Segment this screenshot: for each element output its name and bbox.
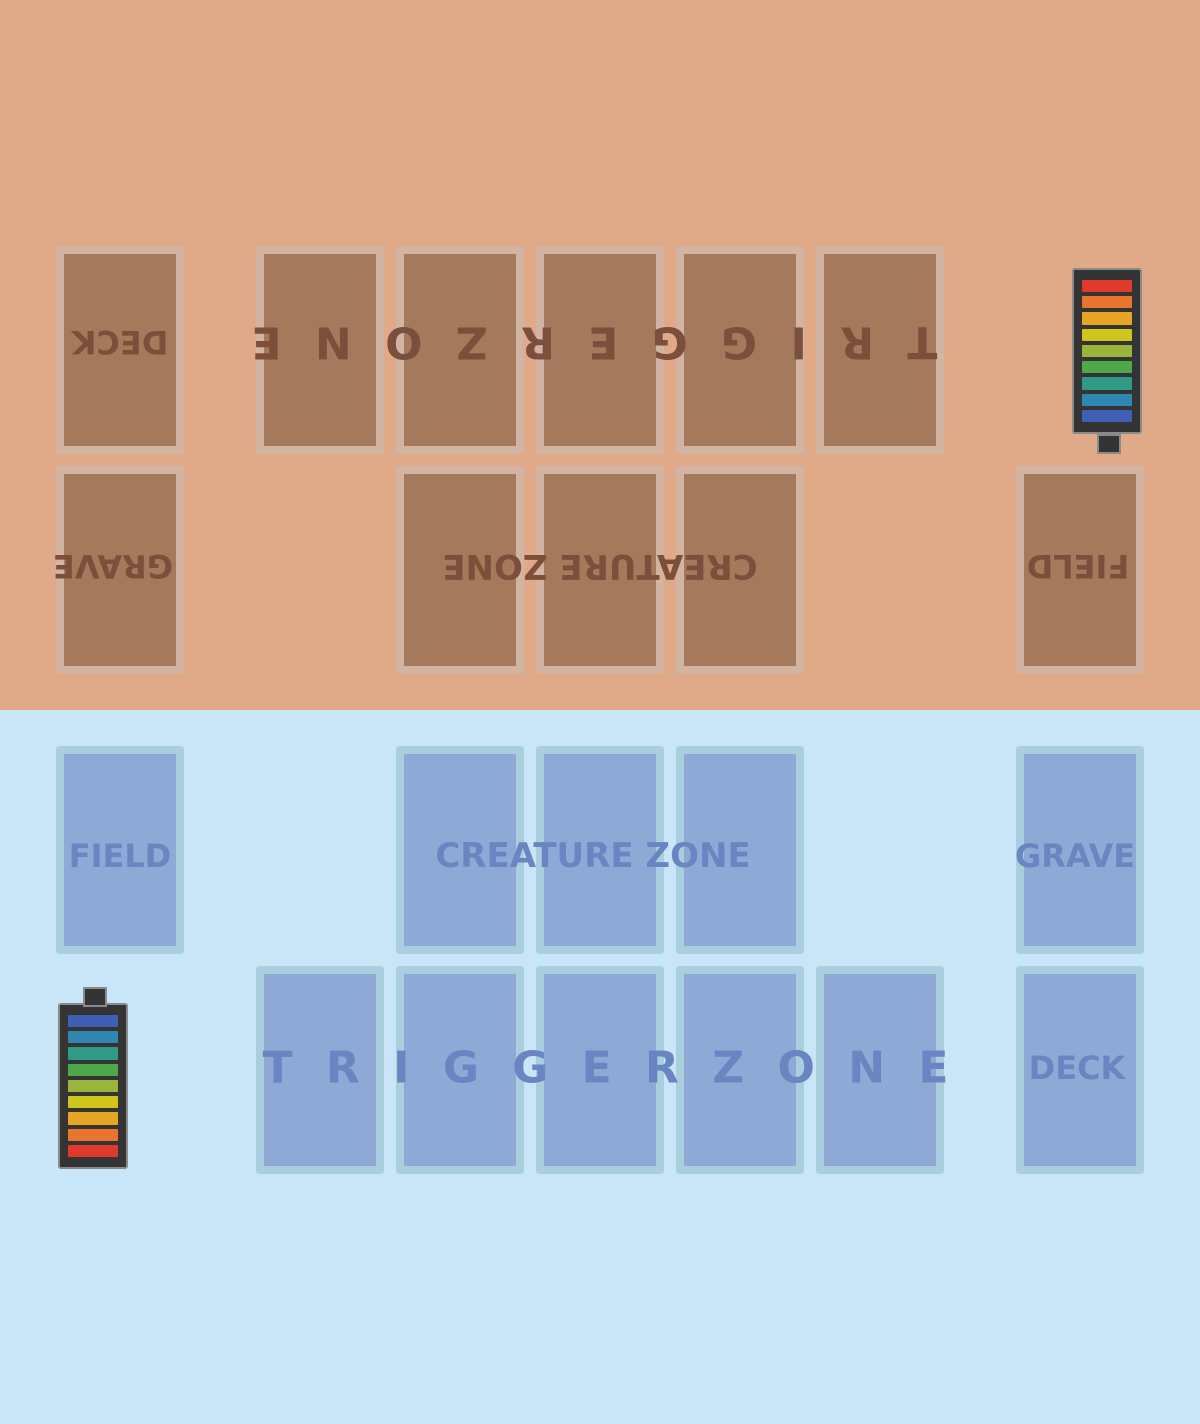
opponent-trigger-slot[interactable] — [396, 246, 524, 454]
player-board: FIELD CREATURE ZONE GRAVE T R I G G E R … — [0, 710, 1200, 1424]
meter-segment — [1082, 361, 1132, 374]
player-trigger-slot[interactable] — [256, 966, 384, 1174]
meter-segment — [68, 1096, 118, 1109]
meter-segment — [1082, 344, 1132, 358]
opponent-grave-slot[interactable] — [56, 466, 184, 674]
opponent-trigger-slot[interactable] — [816, 246, 944, 454]
player-trigger-slot[interactable] — [816, 966, 944, 1174]
player-creature-slot[interactable] — [396, 746, 524, 954]
opponent-trigger-slot[interactable] — [536, 246, 664, 454]
opponent-deck-slot[interactable] — [56, 246, 184, 454]
meter-segment — [1082, 328, 1132, 341]
meter-segment — [1082, 409, 1132, 422]
energy-meter-icon — [1072, 268, 1142, 454]
player-creature-slot[interactable] — [536, 746, 664, 954]
opponent-field-slot[interactable] — [1016, 466, 1144, 674]
opponent-trigger-slot[interactable] — [256, 246, 384, 454]
player-creature-slot[interactable] — [676, 746, 804, 954]
opponent-board: DECK T R I G G E R Z O N E GRAVE CREATUR… — [0, 0, 1200, 710]
meter-segment — [68, 1015, 118, 1028]
energy-meter-icon — [58, 987, 128, 1169]
meter-segment — [1082, 377, 1132, 390]
player-trigger-slot[interactable] — [396, 966, 524, 1174]
player-field-slot[interactable] — [56, 746, 184, 954]
opponent-creature-slot[interactable] — [536, 466, 664, 674]
meter-segment — [1082, 280, 1132, 293]
meter-segment — [1082, 393, 1132, 406]
meter-segment — [68, 1144, 118, 1157]
player-deck-slot[interactable] — [1016, 966, 1144, 1174]
opponent-trigger-slot[interactable] — [676, 246, 804, 454]
player-trigger-slot[interactable] — [536, 966, 664, 1174]
opponent-creature-slot[interactable] — [396, 466, 524, 674]
meter-segment — [68, 1063, 118, 1076]
meter-segment — [68, 1079, 118, 1093]
meter-segment — [68, 1112, 118, 1125]
meter-segment — [68, 1047, 118, 1060]
meter-segment — [1082, 312, 1132, 325]
meter-segment — [68, 1031, 118, 1044]
player-grave-slot[interactable] — [1016, 746, 1144, 954]
player-trigger-slot[interactable] — [676, 966, 804, 1174]
meter-segment — [1082, 296, 1132, 309]
meter-segment — [68, 1128, 118, 1141]
opponent-creature-slot[interactable] — [676, 466, 804, 674]
